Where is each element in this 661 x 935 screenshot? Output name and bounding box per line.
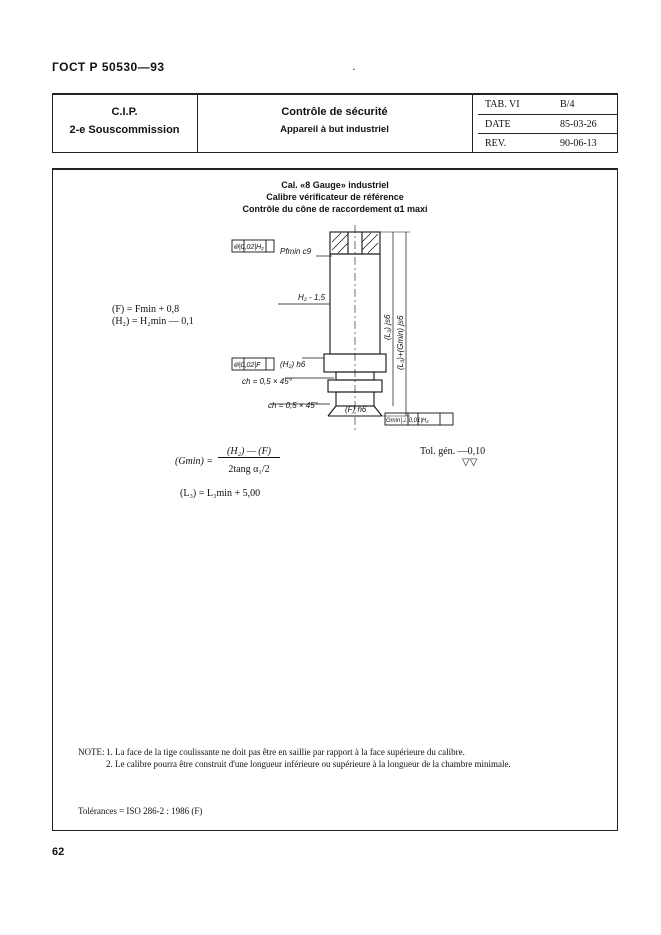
fc-bot-text: Gmin|⊥|0,01|H₂ bbox=[386, 417, 429, 424]
org-line2: 2-e Souscommission bbox=[69, 124, 180, 136]
head-hatch bbox=[331, 232, 379, 254]
eq-l3: (L₃) = L₃min + 5,00 bbox=[180, 488, 261, 499]
general-tolerance: Tol. gén. —0,10 bbox=[420, 446, 486, 457]
dim-pfmin: Pfmin c9 bbox=[280, 247, 312, 256]
rev-label: REV. bbox=[485, 138, 507, 149]
title-block-divider bbox=[197, 93, 198, 153]
title-block-divider bbox=[472, 93, 473, 153]
dim-h2h6: (H₂) h6 bbox=[280, 360, 306, 369]
surface-finish-symbol: ▽▽ bbox=[462, 457, 478, 468]
fc-frame-bot bbox=[384, 412, 454, 426]
dim-ch1: ch = 0,5 × 45° bbox=[242, 377, 293, 386]
g-denominator: 2tang α₁/2 bbox=[228, 464, 270, 475]
note-1: 1. La face de la tige coulissante ne doi… bbox=[106, 747, 465, 757]
dim-l3g: (L₃)+(Gmin) js6 bbox=[396, 315, 405, 370]
header-mark: · bbox=[352, 62, 356, 76]
dim-l3js6: (L₃) js6 bbox=[383, 314, 392, 340]
org-line1: C.I.P. bbox=[111, 106, 138, 118]
tab-label: TAB. VI bbox=[485, 99, 520, 110]
date-label: DATE bbox=[485, 119, 511, 130]
fc-top-text: ⊚|0,02|H₂ bbox=[233, 244, 264, 251]
dim-h2: H₂ - 1,5 bbox=[298, 293, 326, 302]
dim-ch2: ch = 0,5 × 45° bbox=[268, 401, 319, 410]
g-numerator: (H₂) — (F) bbox=[218, 446, 280, 458]
note-2: 2. Le calibre pourra être construit d'un… bbox=[106, 759, 511, 769]
eq-f: (F) = Fmin + 0,8 bbox=[112, 304, 180, 315]
gauge-drawing: ⊚|0,02|H₂ ⊚|0,02|F Gmin|⊥|0,01|H₂ Pfmin … bbox=[231, 225, 454, 430]
tolerances-reference: Tolérances = ISO 286-2 : 1986 (F) bbox=[78, 806, 203, 816]
dim-fh6: (F) h6 bbox=[345, 405, 367, 414]
drawing-title-3: Contrôle du cône de raccordement α1 maxi bbox=[242, 204, 428, 214]
fc-mid-text: ⊚|0,02|F bbox=[233, 362, 261, 369]
eq-h2: (H₂) = H₂min — 0,1 bbox=[112, 316, 194, 327]
page-number: 62 bbox=[52, 846, 65, 858]
drawing-frame bbox=[52, 168, 618, 831]
fc-frame-top bbox=[231, 239, 275, 253]
rev-value: 90-06-13 bbox=[560, 138, 597, 149]
drawing-title-2: Calibre vérificateur de référence bbox=[266, 192, 404, 202]
date-value: 85-03-26 bbox=[560, 119, 597, 130]
fc-frame-mid bbox=[231, 357, 275, 371]
note-label: NOTE: bbox=[78, 747, 105, 757]
tab-value: B/4 bbox=[560, 99, 575, 110]
standard-header: ГОСТ Р 50530—93 bbox=[52, 60, 165, 74]
doc-subtitle: Appareil à but industriel bbox=[280, 124, 389, 135]
drawing-title-1: Cal. «8 Gauge» industriel bbox=[281, 180, 389, 190]
doc-title: Contrôle de sécurité bbox=[281, 106, 388, 118]
g-lhs: (Gmin) = bbox=[175, 456, 214, 467]
title-block-frame bbox=[52, 93, 618, 153]
title-block-rule bbox=[478, 133, 618, 134]
title-block-rule bbox=[478, 114, 618, 115]
